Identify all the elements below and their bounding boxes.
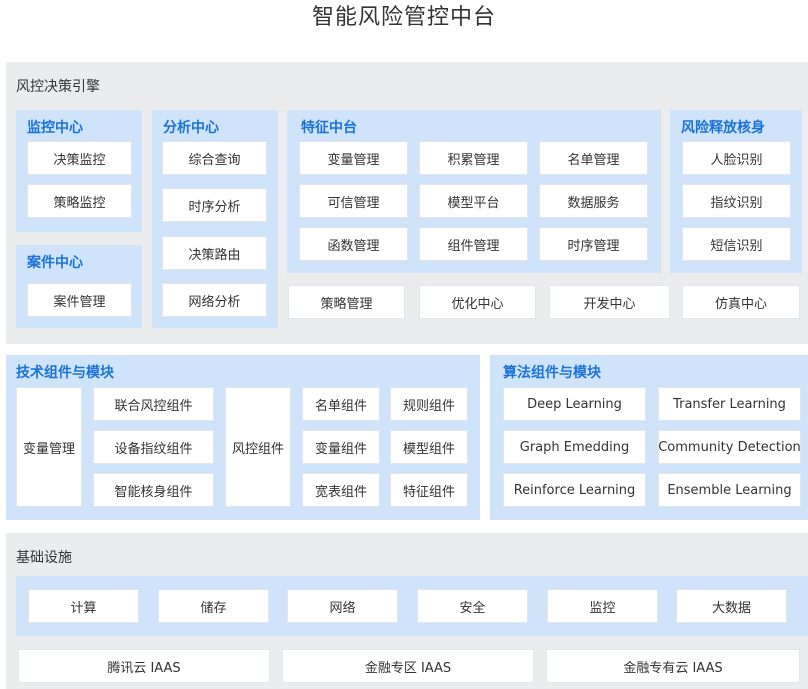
function-management-box[interactable]: 函数管理 — [299, 227, 408, 261]
analysis-center-title: 分析中心 — [163, 120, 219, 136]
storage-box[interactable]: 储存 — [158, 589, 269, 623]
infrastructure-title: 基础设施 — [16, 550, 72, 566]
smart-verification-component-box[interactable]: 智能核身组件 — [93, 473, 214, 507]
tencent-cloud-iaas-box[interactable]: 腾讯云 IAAS — [18, 649, 270, 683]
risk-release-title: 风险释放核身 — [681, 120, 765, 136]
development-center-box[interactable]: 开发中心 — [549, 285, 670, 319]
accumulation-management-box[interactable]: 积累管理 — [419, 141, 528, 175]
model-platform-box[interactable]: 模型平台 — [419, 184, 528, 218]
finance-private-cloud-iaas-box[interactable]: 金融专有云 IAAS — [546, 649, 800, 683]
transfer-learning-box[interactable]: Transfer Learning — [658, 387, 801, 421]
data-service-box[interactable]: 数据服务 — [539, 184, 648, 218]
device-fingerprint-component-box[interactable]: 设备指纹组件 — [93, 430, 214, 464]
ensemble-learning-box[interactable]: Ensemble Learning — [658, 473, 801, 507]
sms-recognition-box[interactable]: 短信识别 — [682, 227, 791, 261]
decision-engine-title: 风控决策引擎 — [16, 79, 100, 95]
compute-box[interactable]: 计算 — [28, 589, 139, 623]
wide-table-component-box[interactable]: 宽表组件 — [302, 473, 380, 507]
optimization-center-box[interactable]: 优化中心 — [419, 285, 536, 319]
decision-monitor-box[interactable]: 决策监控 — [27, 141, 132, 175]
model-component-box[interactable]: 模型组件 — [390, 430, 468, 464]
rule-component-box[interactable]: 规则组件 — [390, 387, 468, 421]
risk-control-component-box[interactable]: 风控组件 — [225, 387, 291, 507]
page-title: 智能风险管控中台 — [311, 5, 496, 30]
monitoring-box[interactable]: 监控 — [547, 589, 658, 623]
time-series-management-box[interactable]: 时序管理 — [539, 227, 648, 261]
list-management-box[interactable]: 名单管理 — [539, 141, 648, 175]
network-analysis-box[interactable]: 网络分析 — [162, 283, 267, 317]
strategy-monitor-box[interactable]: 策略监控 — [27, 184, 132, 218]
feature-platform-title: 特征中台 — [301, 120, 357, 136]
finance-zone-iaas-box[interactable]: 金融专区 IAAS — [282, 649, 534, 683]
tech-components-title: 技术组件与模块 — [16, 365, 114, 381]
fingerprint-recognition-box[interactable]: 指纹识别 — [682, 184, 791, 218]
network-box[interactable]: 网络 — [287, 589, 398, 623]
face-recognition-box[interactable]: 人脸识别 — [682, 141, 791, 175]
comprehensive-query-box[interactable]: 综合查询 — [162, 141, 267, 175]
case-management-box[interactable]: 案件管理 — [27, 283, 132, 317]
feature-component-box[interactable]: 特征组件 — [390, 473, 468, 507]
component-management-box[interactable]: 组件管理 — [419, 227, 528, 261]
graph-embedding-box[interactable]: Graph Emedding — [503, 430, 646, 464]
algorithm-components-title: 算法组件与模块 — [503, 365, 601, 381]
variable-management-box[interactable]: 变量管理 — [299, 141, 408, 175]
joint-risk-component-box[interactable]: 联合风控组件 — [93, 387, 214, 421]
simulation-center-box[interactable]: 仿真中心 — [682, 285, 800, 319]
trust-management-box[interactable]: 可信管理 — [299, 184, 408, 218]
list-component-box[interactable]: 名单组件 — [302, 387, 380, 421]
time-series-analysis-box[interactable]: 时序分析 — [162, 188, 267, 222]
security-box[interactable]: 安全 — [417, 589, 528, 623]
variable-component-box[interactable]: 变量组件 — [302, 430, 380, 464]
decision-routing-box[interactable]: 决策路由 — [162, 236, 267, 270]
big-data-box[interactable]: 大数据 — [676, 589, 787, 623]
community-detection-box[interactable]: Community Detection — [658, 430, 801, 464]
monitor-center-title: 监控中心 — [27, 120, 83, 136]
deep-learning-box[interactable]: Deep Learning — [503, 387, 646, 421]
strategy-management-box[interactable]: 策略管理 — [288, 285, 405, 319]
reinforce-learning-box[interactable]: Reinforce Learning — [503, 473, 646, 507]
case-center-title: 案件中心 — [27, 255, 83, 271]
tech-variable-management-box[interactable]: 变量管理 — [16, 387, 82, 507]
